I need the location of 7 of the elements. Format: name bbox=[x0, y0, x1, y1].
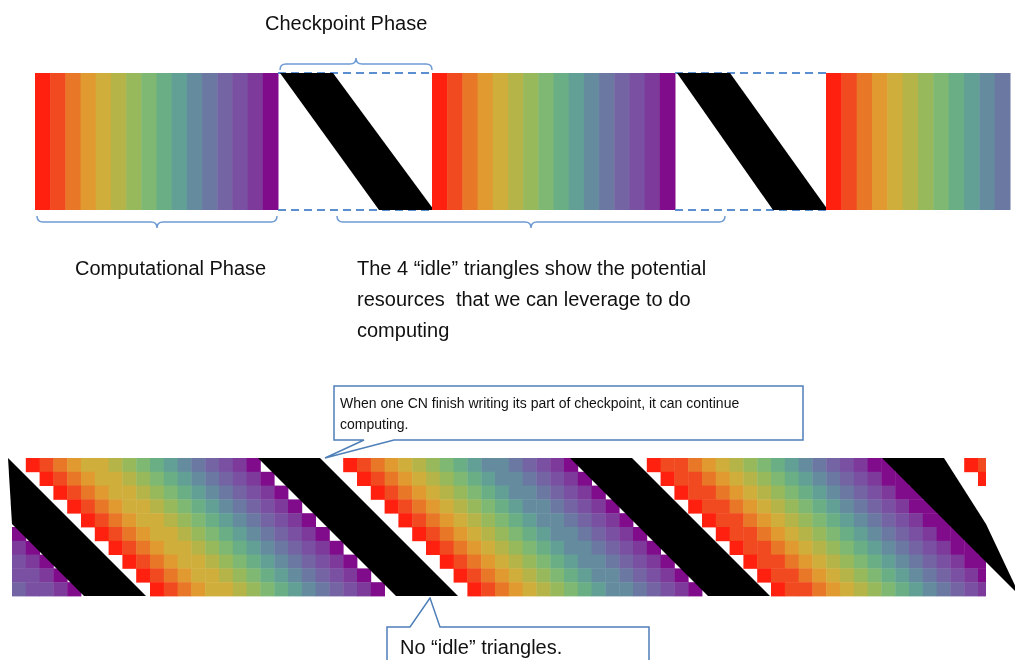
section-title: Checkpoint Phase bbox=[265, 11, 429, 36]
callout-text: When one CN finish writing its part of checkpoint, it can continue computing. bbox=[340, 394, 741, 434]
callout-text: No “idle” triangles. bbox=[400, 637, 564, 658]
callout-bubble bbox=[386, 597, 650, 660]
annotation-text: The 4 “idle” triangles show the potential resources that we can leverage to do computing bbox=[357, 256, 708, 343]
callout-bubble bbox=[322, 385, 804, 459]
phase-label: Computational Phase bbox=[75, 256, 268, 281]
